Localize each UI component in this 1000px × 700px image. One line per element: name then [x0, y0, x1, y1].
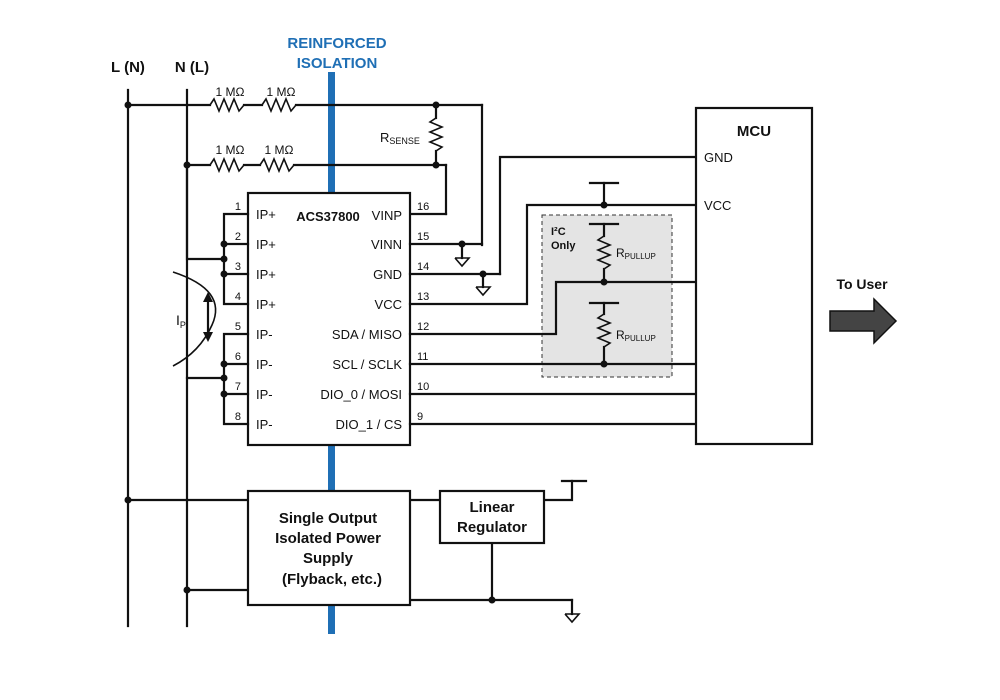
resistor-4-label: 1 MΩ — [265, 143, 294, 157]
i2c-only-label: Only — [551, 240, 576, 252]
line-label-left: L (N) — [111, 59, 145, 76]
pullup-label-1: RPULLUP — [616, 246, 656, 261]
right-pin-label: SCL / SCLK — [332, 357, 402, 372]
left-pin-label: IP- — [256, 417, 273, 432]
acs37800-chip — [246, 191, 412, 447]
left-pin-label: IP+ — [256, 207, 276, 222]
right-pin-number: 13 — [417, 291, 429, 303]
line-label-right: N (L) — [175, 59, 209, 76]
isolation-label-line2: ISOLATION — [297, 55, 378, 72]
left-pin-number: 3 — [235, 261, 241, 273]
regulator-line1: Linear — [469, 499, 514, 516]
left-pin-label: IP+ — [256, 237, 276, 252]
second-divider — [183, 156, 438, 174]
to-user-arrow-icon — [829, 297, 898, 345]
right-pin-label: SDA / MISO — [332, 327, 402, 342]
current-arrow — [172, 271, 217, 367]
power-supply-line1: Single Output — [279, 510, 377, 527]
i2c-only-region — [541, 214, 673, 378]
left-pin-number: 5 — [235, 321, 241, 333]
top-divider — [124, 96, 440, 114]
regulator-line2: Regulator — [457, 519, 527, 536]
right-pin-label: VCC — [375, 297, 402, 312]
left-pin-number: 4 — [235, 291, 241, 303]
pullup-resistor-1 — [588, 222, 620, 286]
mcu-title: MCU — [737, 123, 771, 140]
power-supply-line2: Isolated Power — [275, 530, 381, 547]
right-pin-label: DIO_0 / MOSI — [320, 387, 402, 402]
left-pin-number: 6 — [235, 351, 241, 363]
right-pin-label: DIO_1 / CS — [336, 417, 403, 432]
left-pin-label: IP+ — [256, 267, 276, 282]
power-supply-line3: Supply — [303, 550, 354, 567]
isolation-label-line1: REINFORCED — [287, 35, 386, 52]
right-pin-number: 10 — [417, 381, 429, 393]
right-pin-number: 16 — [417, 201, 429, 213]
resistor-3-label: 1 MΩ — [216, 143, 245, 157]
vinn-wiring — [408, 240, 484, 268]
left-pin-label: IP- — [256, 357, 273, 372]
left-pin-label: IP- — [256, 387, 273, 402]
ip-minus-wiring — [185, 332, 250, 426]
left-pin-number: 1 — [235, 201, 241, 213]
right-pin-number: 12 — [417, 321, 429, 333]
right-pin-label: VINP — [372, 208, 402, 223]
right-pin-number: 15 — [417, 231, 429, 243]
vcc-wiring — [408, 181, 698, 306]
linear-regulator — [438, 489, 546, 545]
resistor-1-label: 1 MΩ — [216, 85, 245, 99]
left-pin-label: IP+ — [256, 297, 276, 312]
mcu-vcc-pin: VCC — [704, 198, 731, 213]
i2c-label: I²C — [551, 226, 566, 238]
right-pin-number: 11 — [417, 351, 428, 363]
left-pin-number: 8 — [235, 411, 241, 423]
right-pin-label: GND — [373, 267, 402, 282]
pullup-label-2: RPULLUP — [616, 328, 656, 343]
rsense-resistor — [427, 103, 445, 169]
to-user-label: To User — [836, 276, 888, 292]
mcu-block — [694, 106, 814, 446]
right-pin-number: 9 — [417, 411, 423, 423]
right-pin-number: 14 — [417, 261, 429, 273]
gnd-wiring — [408, 155, 698, 297]
current-label: IP — [176, 312, 186, 330]
ip-plus-wiring — [185, 163, 250, 306]
left-pin-number: 2 — [235, 231, 241, 243]
chip-name: ACS37800 — [296, 209, 360, 224]
resistor-2-label: 1 MΩ — [267, 85, 296, 99]
right-pin-label: VINN — [371, 237, 402, 252]
rsense-label: RSENSE — [380, 130, 420, 146]
isolated-power-supply — [246, 489, 412, 607]
mcu-gnd-pin: GND — [704, 150, 733, 165]
power-supply-line4: (Flyback, etc.) — [282, 571, 382, 588]
left-pin-number: 7 — [235, 381, 241, 393]
left-pin-label: IP- — [256, 327, 273, 342]
signal-wiring — [408, 280, 698, 426]
power-wiring — [124, 479, 588, 624]
